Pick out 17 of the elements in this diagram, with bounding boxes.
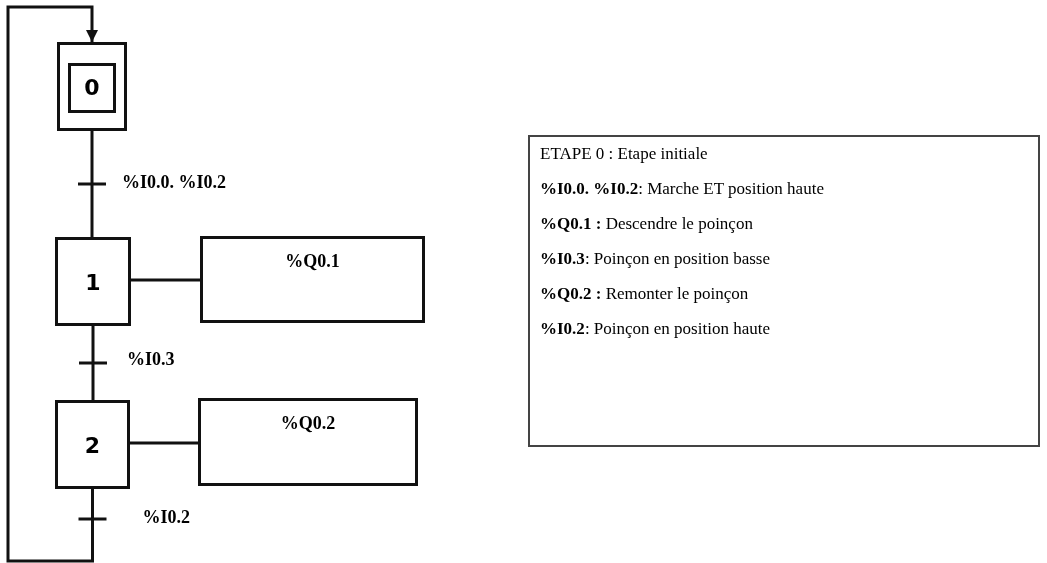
action-label: %Q0.2 bbox=[279, 413, 337, 434]
note-line: %Q0.1 : Descendre le poinçon bbox=[540, 213, 754, 235]
note-line: ETAPE 0 : Etape initiale bbox=[540, 143, 709, 165]
action-box bbox=[200, 236, 425, 323]
note-line: %Q0.2 : Remonter le poinçon bbox=[540, 283, 750, 305]
step-number: 1 bbox=[84, 269, 102, 294]
step-box bbox=[55, 237, 131, 326]
step-number: 0 bbox=[83, 74, 101, 99]
note-line: %I0.2: Poinçon en position haute bbox=[540, 318, 771, 340]
note-line: %I0.0. %I0.2: Marche ET position haute bbox=[540, 178, 825, 200]
initial-step-box bbox=[57, 42, 127, 131]
note-box bbox=[528, 135, 1040, 447]
note-line: %I0.3: Poinçon en position basse bbox=[540, 248, 771, 270]
step-number: 2 bbox=[83, 432, 102, 457]
action-label: %Q0.1 bbox=[284, 251, 341, 272]
action-box bbox=[198, 398, 418, 486]
step-box bbox=[55, 400, 130, 489]
